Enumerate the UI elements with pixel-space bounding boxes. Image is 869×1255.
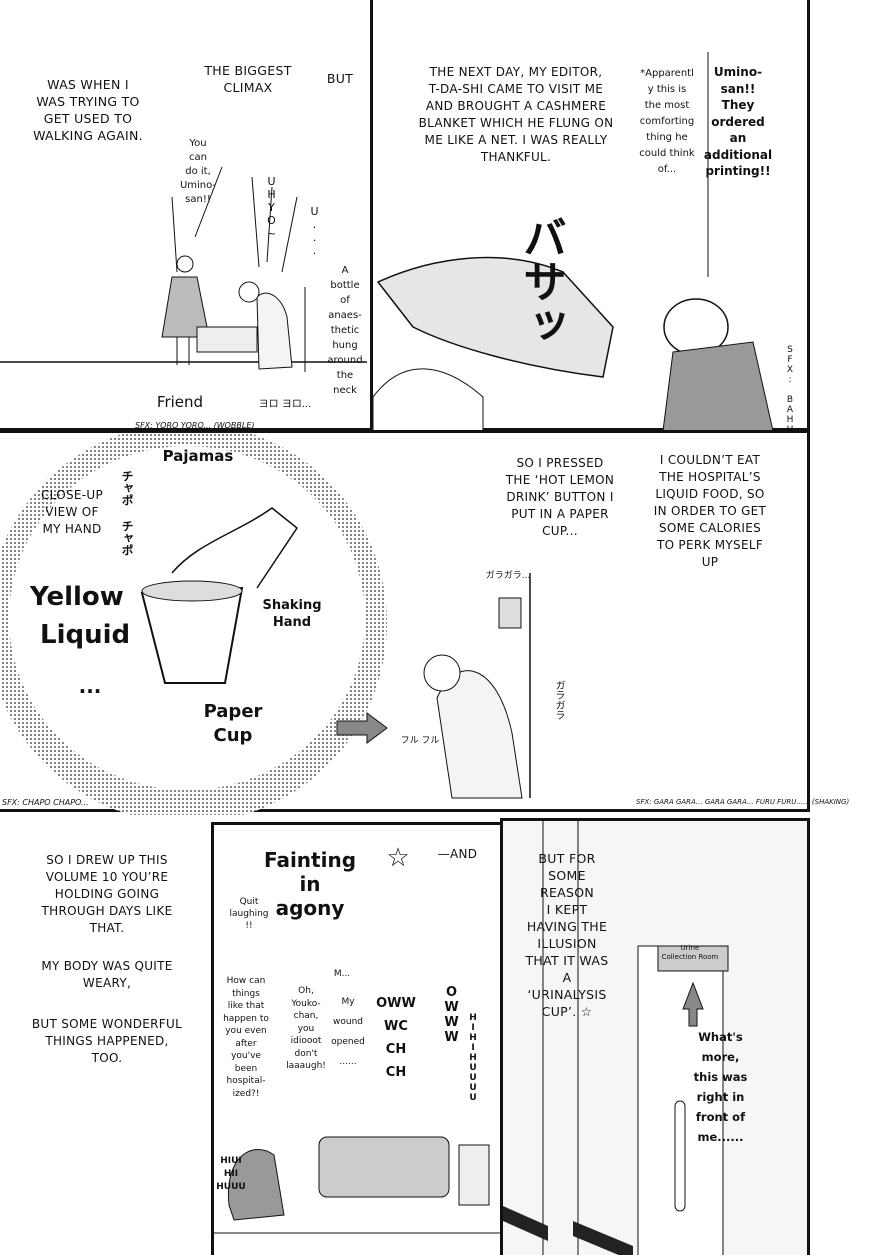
speech-wound-opened: My wound opened ...... (331, 997, 365, 1067)
speech-m: M... (333, 969, 351, 979)
panel-editor-blanket (370, 0, 810, 431)
label-yellow: Yellow (30, 582, 124, 612)
sfx-uhyo: UHYO~ (265, 175, 278, 240)
narration-walking: WAS WHEN I WAS TRYING TO GET USED TO WAL… (33, 77, 143, 143)
caption-closeup: CLOSE-UP VIEW OF MY HAND (40, 488, 104, 536)
corridor-door-illustration (503, 821, 729, 1255)
speech-quit-laughing: Quit laughing !! (229, 897, 269, 931)
narration-weary: MY BODY WAS QUITE WEARY, (41, 959, 173, 990)
panel-walking (0, 0, 373, 431)
panel-paper-cup (0, 430, 810, 815)
sfx-gara-2: ガラガラ (553, 680, 564, 720)
narration-but: BUT (326, 71, 354, 86)
sfx-u: U... (308, 205, 321, 257)
narration-wonderful: BUT SOME WONDERFUL THINGS HAPPENED, TOO. (31, 1017, 183, 1065)
label-shaking-hand: Shaking Hand (262, 598, 322, 630)
note-anaesthetic-bottle: A bottle of anaes- thetic hung around th… (327, 265, 363, 396)
label-ellipsis: ... (78, 674, 102, 698)
speech-how-can-things: How can things like that happen to you e… (223, 976, 269, 1099)
note-whats-more: What's more, this was right in front of … (693, 1030, 748, 1144)
label-liquid: Liquid (40, 620, 131, 650)
label-pajamas: Pajamas (162, 447, 234, 465)
sfx-oww: OWW WC CH CH (376, 996, 416, 1080)
sfx-furu: フル フル (400, 736, 440, 746)
panel-urine-room (500, 818, 810, 1255)
speech-youko-chan: Oh, Youko- chan, you idiooot don't laaau… (286, 986, 326, 1071)
panel-fainting (211, 822, 506, 1255)
speech-editor-printing: Umino- san!! They ordered an additional … (703, 65, 773, 178)
sfx-caption-chapo: SFX: CHAPO CHAPO... (2, 798, 89, 807)
narration-biggest-climax: THE BIGGEST CLIMAX (204, 63, 292, 95)
title-fainting-in-agony: Fainting in agony (263, 848, 357, 920)
sfx-caption-gara: SFX: GARA GARA... GARA GARA... FURU FURU… (636, 798, 850, 806)
sfx-gara-1: ガラガラ... (485, 571, 531, 581)
blanket-scene-illustration (373, 52, 774, 431)
narration-volume-10: SO I DREW UP THIS VOLUME 10 YOU’RE HOLDI… (41, 853, 173, 935)
speech-friend: You can do it, Umino- san!! (179, 138, 217, 205)
narration-and: —AND (437, 847, 478, 861)
star-icon: ☆ (386, 843, 410, 873)
sfx-chapo: チャポ チャポ (120, 470, 134, 556)
narration-hot-lemon: SO I PRESSED THE ‘HOT LEMON DRINK’ BUTTO… (505, 456, 615, 538)
narration-liquid-food: I COULDN’T EAT THE HOSPITAL’S LIQUID FOO… (653, 453, 767, 569)
walking-scene-illustration (0, 166, 367, 372)
sfx-basa-big: バサッ (515, 215, 566, 347)
sfx-owww: OWWW (444, 985, 459, 1045)
aside-comforting: *Apparentl y this is the most comforting… (639, 68, 695, 175)
narration-editor-visit: THE NEXT DAY, MY EDITOR, T-DA-SHI CAME T… (418, 65, 614, 164)
sfx-caption-wobble: SFX: YORO YORO... (WOBBLE) (135, 421, 255, 430)
sfx-hihihuuu: HIHIHUUUU (468, 1013, 478, 1103)
sfx-hiui: HIUI HII HUUU (216, 1156, 246, 1192)
sfx-yoro: ヨロ ヨロ... (258, 399, 312, 410)
sfx-caption-bahh: SFX: BAHH (785, 345, 795, 435)
fainting-scene-illustration (214, 1136, 506, 1234)
sign-urine-collection-room: Urine Collection Room (661, 944, 719, 961)
narration-urinalysis-cup: BUT FOR SOME REASON I KEPT HAVING THE IL… (525, 851, 609, 1019)
label-paper-cup: Paper Cup (203, 701, 263, 746)
paper-cup-illustration (0, 433, 531, 815)
label-friend: Friend (156, 393, 204, 411)
